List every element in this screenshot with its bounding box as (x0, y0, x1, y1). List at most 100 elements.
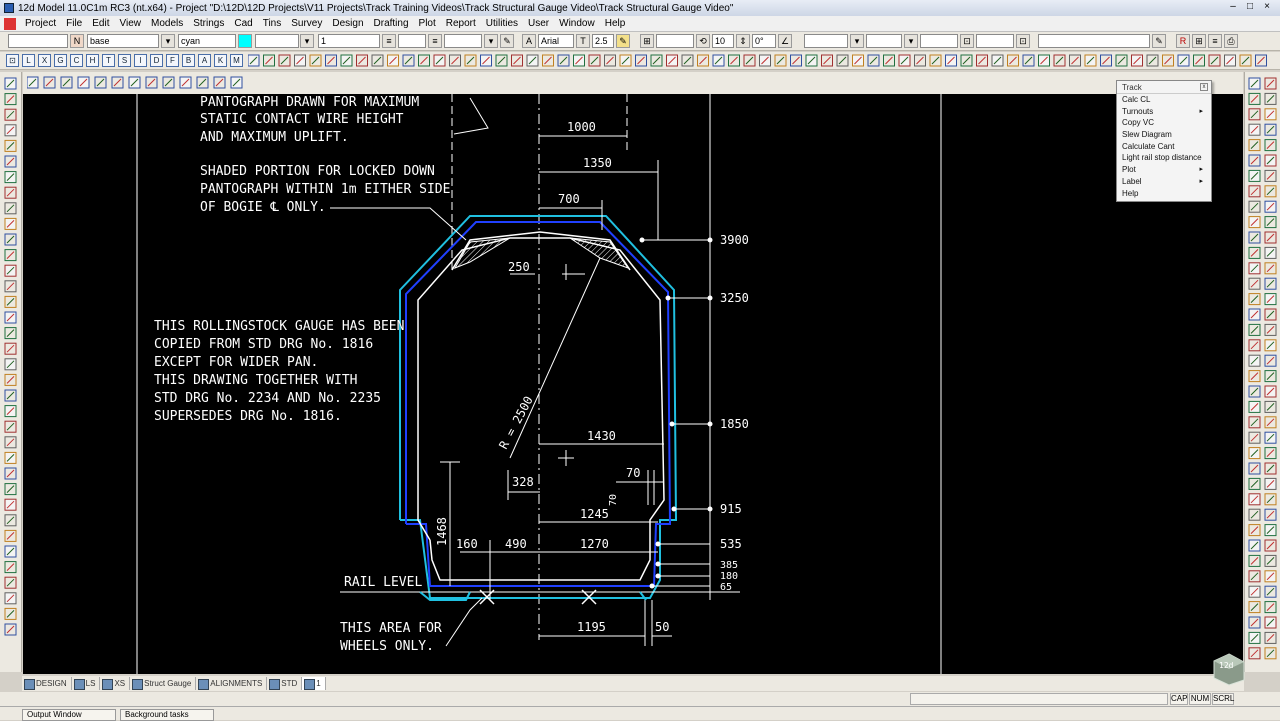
tool-icon[interactable] (1264, 216, 1277, 229)
tool-icon[interactable] (1264, 354, 1277, 367)
tool-icon[interactable] (77, 76, 90, 89)
tool-icon[interactable] (4, 389, 17, 402)
tool-icon[interactable] (604, 54, 616, 67)
tool-icon[interactable] (1248, 231, 1261, 244)
tab-struct-gauge[interactable]: Struct Gauge (130, 677, 197, 690)
tool-icon[interactable] (179, 76, 192, 89)
tool-icon[interactable] (1100, 54, 1112, 67)
minimize-button[interactable]: – (1230, 1, 1236, 12)
tool-icon[interactable] (557, 54, 570, 67)
tool-icon[interactable] (4, 592, 17, 605)
tool-icon[interactable] (4, 264, 17, 277)
tool-icon[interactable] (697, 54, 709, 67)
letter-button-d[interactable]: D (150, 54, 163, 67)
tool-icon[interactable] (371, 54, 384, 67)
layers-icon[interactable]: ≡ (1208, 34, 1222, 48)
menu-drafting[interactable]: Drafting (373, 18, 409, 29)
tool-icon[interactable] (1248, 200, 1261, 213)
tool-icon[interactable] (294, 54, 306, 67)
tool-icon[interactable] (1115, 54, 1128, 67)
track-menu-item-plot[interactable]: Plot▸ (1117, 164, 1211, 176)
tool-icon[interactable] (1264, 185, 1277, 198)
tool-icon[interactable] (1239, 54, 1252, 67)
tool-icon[interactable] (1177, 54, 1190, 67)
blank-field-7[interactable] (920, 34, 958, 48)
tool-icon[interactable] (526, 54, 539, 67)
tool-icon[interactable] (1248, 246, 1261, 259)
tool-icon[interactable] (4, 77, 17, 90)
tool-icon[interactable] (278, 54, 291, 67)
tool-icon[interactable] (1264, 585, 1277, 598)
tool-icon[interactable] (4, 373, 17, 386)
tool-icon[interactable] (790, 54, 802, 67)
tool-icon[interactable] (145, 76, 158, 89)
tool-icon[interactable] (1248, 508, 1261, 521)
angle-icon[interactable]: ∠ (778, 34, 792, 48)
tool-icon[interactable] (1248, 601, 1261, 614)
background-tasks-button[interactable]: Background tasks (120, 709, 214, 721)
menu-report[interactable]: Report (445, 18, 476, 29)
tool-icon[interactable] (43, 76, 56, 89)
letter-button-t[interactable]: T (102, 54, 115, 67)
tool-icon[interactable] (666, 54, 678, 67)
track-menu-item-calculate-cant[interactable]: Calculate Cant (1117, 141, 1211, 153)
menu-tins[interactable]: Tins (262, 18, 282, 29)
menu-project[interactable]: Project (25, 18, 57, 29)
tool-icon[interactable] (1264, 570, 1277, 583)
pick-icon-2[interactable]: ⊡ (1016, 34, 1030, 48)
tool-icon[interactable] (1248, 647, 1261, 660)
tool-icon[interactable] (1264, 616, 1277, 629)
style-picker-icon[interactable]: ▾ (300, 34, 314, 48)
tool-icon[interactable] (480, 54, 492, 67)
tool-icon[interactable] (573, 54, 585, 67)
output-window-button[interactable]: Output Window (22, 709, 116, 721)
tool-icon[interactable] (759, 54, 771, 67)
tab-1[interactable]: 1 (302, 677, 326, 690)
tool-icon[interactable] (4, 436, 17, 449)
blank-field-4[interactable] (656, 34, 694, 48)
menu-edit[interactable]: Edit (92, 18, 110, 29)
tool-icon[interactable] (1248, 370, 1261, 383)
left-tool-icons[interactable] (0, 72, 22, 672)
tool-icon[interactable] (4, 451, 17, 464)
letter-button-h[interactable]: H (86, 54, 99, 67)
dropdown-icon[interactable]: ▾ (484, 34, 498, 48)
tool-icon[interactable] (1255, 54, 1267, 67)
tool-icon[interactable] (1248, 447, 1261, 460)
dropdown-icon-3[interactable]: ▾ (904, 34, 918, 48)
tool-icon[interactable] (681, 54, 694, 67)
tool-icon[interactable] (4, 529, 17, 542)
tool-icon[interactable] (1248, 262, 1261, 275)
tool-icon[interactable] (1248, 139, 1261, 152)
tool-icon[interactable] (4, 280, 17, 293)
tool-icon[interactable] (60, 76, 73, 89)
weight-field[interactable]: 1 (318, 34, 380, 48)
text-size-icon[interactable]: T (576, 34, 590, 48)
close-icon[interactable]: x (1200, 83, 1208, 91)
tool-icon[interactable] (1264, 277, 1277, 290)
tool-icon[interactable] (464, 54, 477, 67)
angle-field[interactable]: 0° (752, 34, 776, 48)
tool-icon[interactable] (1264, 524, 1277, 537)
tool-icon[interactable] (1248, 554, 1261, 567)
tool-icon[interactable] (650, 54, 663, 67)
font-field[interactable]: Arial (538, 34, 574, 48)
tool-icon[interactable] (4, 186, 17, 199)
tool-icon[interactable] (1248, 570, 1261, 583)
tool-icon[interactable] (4, 607, 17, 620)
tool-icon[interactable] (1069, 54, 1081, 67)
tool-icon[interactable] (1146, 54, 1159, 67)
track-menu-item-label[interactable]: Label▸ (1117, 176, 1211, 188)
tool-icon[interactable] (433, 54, 446, 67)
colour-field[interactable]: cyan (178, 34, 236, 48)
tool-icon[interactable] (1264, 385, 1277, 398)
model-picker-icon[interactable]: ▾ (161, 34, 175, 48)
blank-field-6[interactable] (866, 34, 902, 48)
highlighter-icon[interactable]: ✎ (616, 34, 630, 48)
blank-field-8[interactable] (976, 34, 1014, 48)
track-menu-item-turnouts[interactable]: Turnouts▸ (1117, 106, 1211, 118)
tool-icon[interactable] (1248, 416, 1261, 429)
tool-icon[interactable] (1248, 216, 1261, 229)
tool-icon[interactable] (1131, 54, 1143, 67)
tool-icon[interactable] (4, 311, 17, 324)
